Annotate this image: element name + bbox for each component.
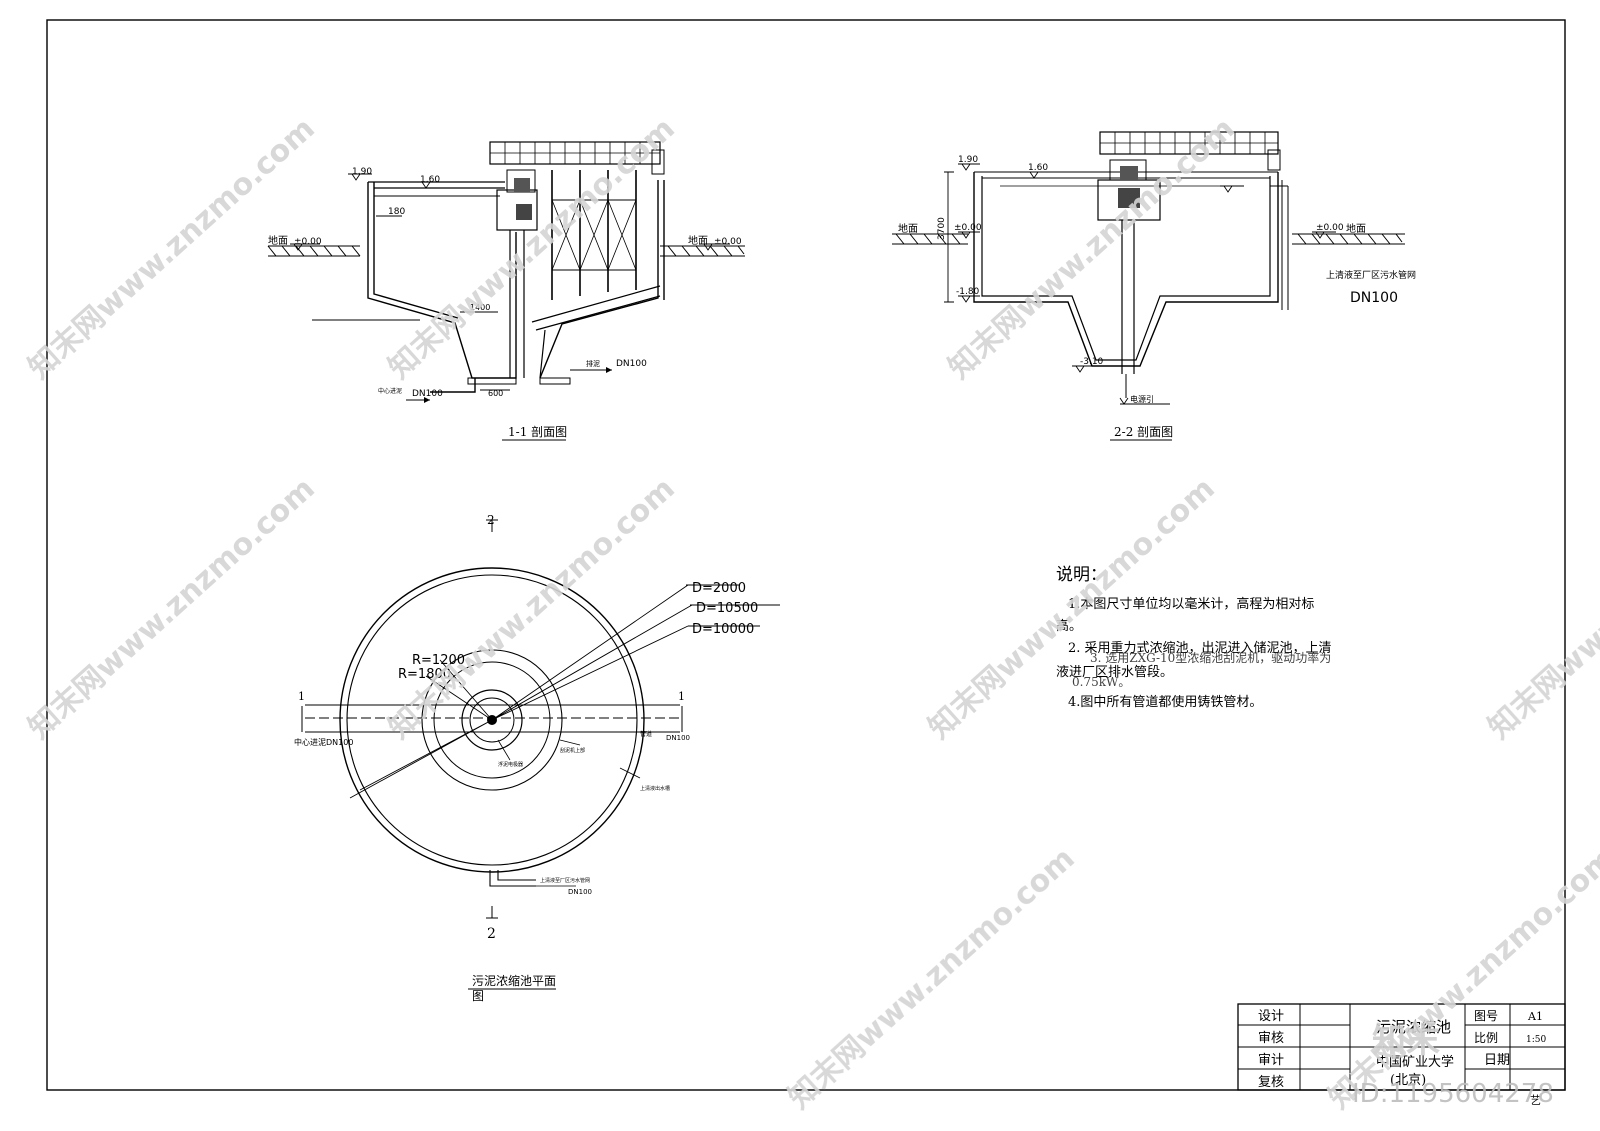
plan-section-mark-bottom: 2 bbox=[487, 926, 496, 942]
notes-block: 说明： 1.本图尺寸单位均以毫米计，高程为相对标 高。 2. 采用重力式浓缩池，… bbox=[1056, 565, 1332, 710]
drawing-frame bbox=[46, 19, 1566, 1091]
s22-elev-lower: -1.80 bbox=[956, 287, 980, 297]
plan-dim-d10000: D=10000 bbox=[692, 622, 754, 637]
tb-row-check: 复核 bbox=[1258, 1075, 1284, 1090]
s11-dim-wall: 180 bbox=[388, 207, 405, 217]
notes-line1: 1.本图尺寸单位均以毫米计，高程为相对标 bbox=[1068, 596, 1314, 612]
plan-dim-d10500: D=10500 bbox=[696, 601, 758, 616]
plan-pipe-right-note: 管道 bbox=[640, 730, 652, 738]
watermark-8: 知末网www.znzmo.com bbox=[782, 841, 1082, 1116]
section-1-1: 1.90 1.60 180 地面 ±0.00 地面 ±0.00 1400 600… bbox=[267, 141, 745, 441]
tb-row-audit: 审计 bbox=[1258, 1053, 1284, 1068]
s11-title: 1-1 剖面图 bbox=[508, 425, 567, 439]
s22-elev-top: 1.90 bbox=[958, 155, 978, 165]
notes-heading: 说明： bbox=[1056, 565, 1107, 585]
tb-org-line1: 中国矿业大学 bbox=[1376, 1054, 1454, 1070]
notes-line2c: 液进厂区排水管段。 bbox=[1056, 665, 1173, 680]
s11-ground-left-label: 地面 bbox=[268, 234, 288, 247]
notes-line1b: 高。 bbox=[1056, 618, 1082, 634]
notes-line2d: 0.75kW。 bbox=[1072, 675, 1130, 689]
plan-section-mark-top: 2 bbox=[487, 513, 495, 527]
notes-line2a: 2. 采用重力式浓缩池，出泥进入储泥池，上清 bbox=[1068, 640, 1332, 656]
s22-elev-ground-left: ±0.00 bbox=[954, 223, 982, 233]
s11-pipe-right: DN100 bbox=[616, 359, 647, 369]
watermark-id: ID:1195604278 bbox=[1352, 1079, 1554, 1109]
title-block: 设计 审核 审计 复核 污泥浓缩池 中国矿业大学 (北京) 图号 A1 比例 1… bbox=[1237, 1003, 1566, 1107]
s11-pipe-left-note: 中心进泥 bbox=[378, 387, 402, 395]
tb-footer-char: 艺 bbox=[1530, 1094, 1541, 1107]
plan-note-weir: 上清液出水槽 bbox=[640, 785, 670, 792]
watermark-4: 知末网www.znzmo.com bbox=[22, 471, 322, 746]
tb-org-line2: (北京) bbox=[1390, 1073, 1426, 1088]
plan-section-mark-right: 1 bbox=[678, 690, 685, 703]
watermarks: 知末网www.znzmo.com 知末网www.znzmo.com 知末网www… bbox=[22, 111, 1600, 1116]
s22-title: 2-2 剖面图 bbox=[1114, 425, 1173, 439]
plan-section-mark-left: 1 bbox=[298, 690, 305, 703]
s11-dim-cone: 1400 bbox=[470, 303, 490, 312]
notes-line2b: 3. 选用ZXG-10型浓缩池刮泥机，驱动功率为 bbox=[1090, 650, 1331, 665]
tb-row-design: 设计 bbox=[1258, 1009, 1284, 1024]
s11-dim-bottom: 600 bbox=[488, 389, 503, 398]
s11-ground-right-elev: ±0.00 bbox=[714, 237, 742, 247]
s22-ground-left-label: 地面 bbox=[898, 222, 918, 235]
plan-note-inner: 浮泥电极器 bbox=[498, 761, 523, 768]
tb-row-review: 审核 bbox=[1258, 1031, 1284, 1046]
s11-ground-left-elev: ±0.00 bbox=[294, 237, 322, 247]
tb-drawing-name: 污泥浓缩池 bbox=[1376, 1018, 1451, 1036]
plan-pipe-left: 中心进泥DN100 bbox=[294, 737, 353, 747]
plan-title-line1: 污泥浓缩池平面 bbox=[472, 973, 556, 988]
notes-line4: 4.图中所有管道都使用铸铁管材。 bbox=[1068, 694, 1262, 710]
s22-dim-height: 3700 bbox=[937, 217, 947, 240]
tb-label-date: 日期 bbox=[1484, 1053, 1510, 1068]
s22-supernatant-pipe: DN100 bbox=[1350, 290, 1398, 306]
watermark-1: 知末网www.znzmo.com bbox=[22, 111, 322, 386]
s22-elev-bottom: -3.10 bbox=[1080, 357, 1104, 367]
plan-dim-r1800: R=1800 bbox=[398, 667, 451, 682]
s22-note-power: 电源引 bbox=[1130, 394, 1154, 404]
s11-ground-right-label: 地面 bbox=[688, 234, 708, 247]
watermark-7: 知末网www.znzmo.com bbox=[1482, 471, 1600, 746]
watermark-9: 知末网www.znzmo.com bbox=[1322, 841, 1600, 1116]
watermark-3: 知末网www.znzmo.com bbox=[942, 111, 1242, 386]
s11-elev-water: 1.60 bbox=[420, 175, 440, 185]
s22-elev-ground-right: ±0.00 bbox=[1316, 223, 1344, 233]
tb-label-scale: 比例 bbox=[1474, 1031, 1498, 1045]
s22-elev-water: 1.60 bbox=[1028, 163, 1048, 173]
plan-dim-d2000: D=2000 bbox=[692, 581, 746, 596]
watermark-logo: 知末 bbox=[1372, 1021, 1440, 1061]
s22-ground-right-label: 地面 bbox=[1346, 222, 1366, 235]
plan-view: 2 2 1 1 D=2000 D=10500 D=10000 R=1200 R=… bbox=[294, 513, 780, 1003]
plan-note-bottom: 上清液至厂区污水管网 bbox=[540, 877, 590, 884]
s11-pipe-right-note: 排泥 bbox=[586, 359, 600, 368]
s11-pipe-left: DN100 bbox=[412, 389, 443, 399]
s11-elev-top: 1.90 bbox=[352, 167, 372, 177]
plan-title-line2: 图 bbox=[472, 989, 484, 1003]
tb-value-size: A1 bbox=[1527, 1010, 1543, 1023]
plan-pipe-right: DN100 bbox=[666, 734, 690, 742]
tb-label-size: 图号 bbox=[1474, 1009, 1498, 1023]
s22-supernatant-note: 上清液至厂区污水管网 bbox=[1326, 269, 1416, 281]
tb-value-scale: 1:50 bbox=[1526, 1035, 1546, 1045]
plan-dim-r1200: R=1200 bbox=[412, 653, 465, 668]
plan-pipe-bottom: DN100 bbox=[568, 888, 592, 896]
section-2-2: 1.90 1.60 3700 ±0.00 地面 ±0.00 地面 -1.80 -… bbox=[892, 131, 1416, 441]
plan-note-ring: 刮泥机上部 bbox=[560, 747, 585, 754]
